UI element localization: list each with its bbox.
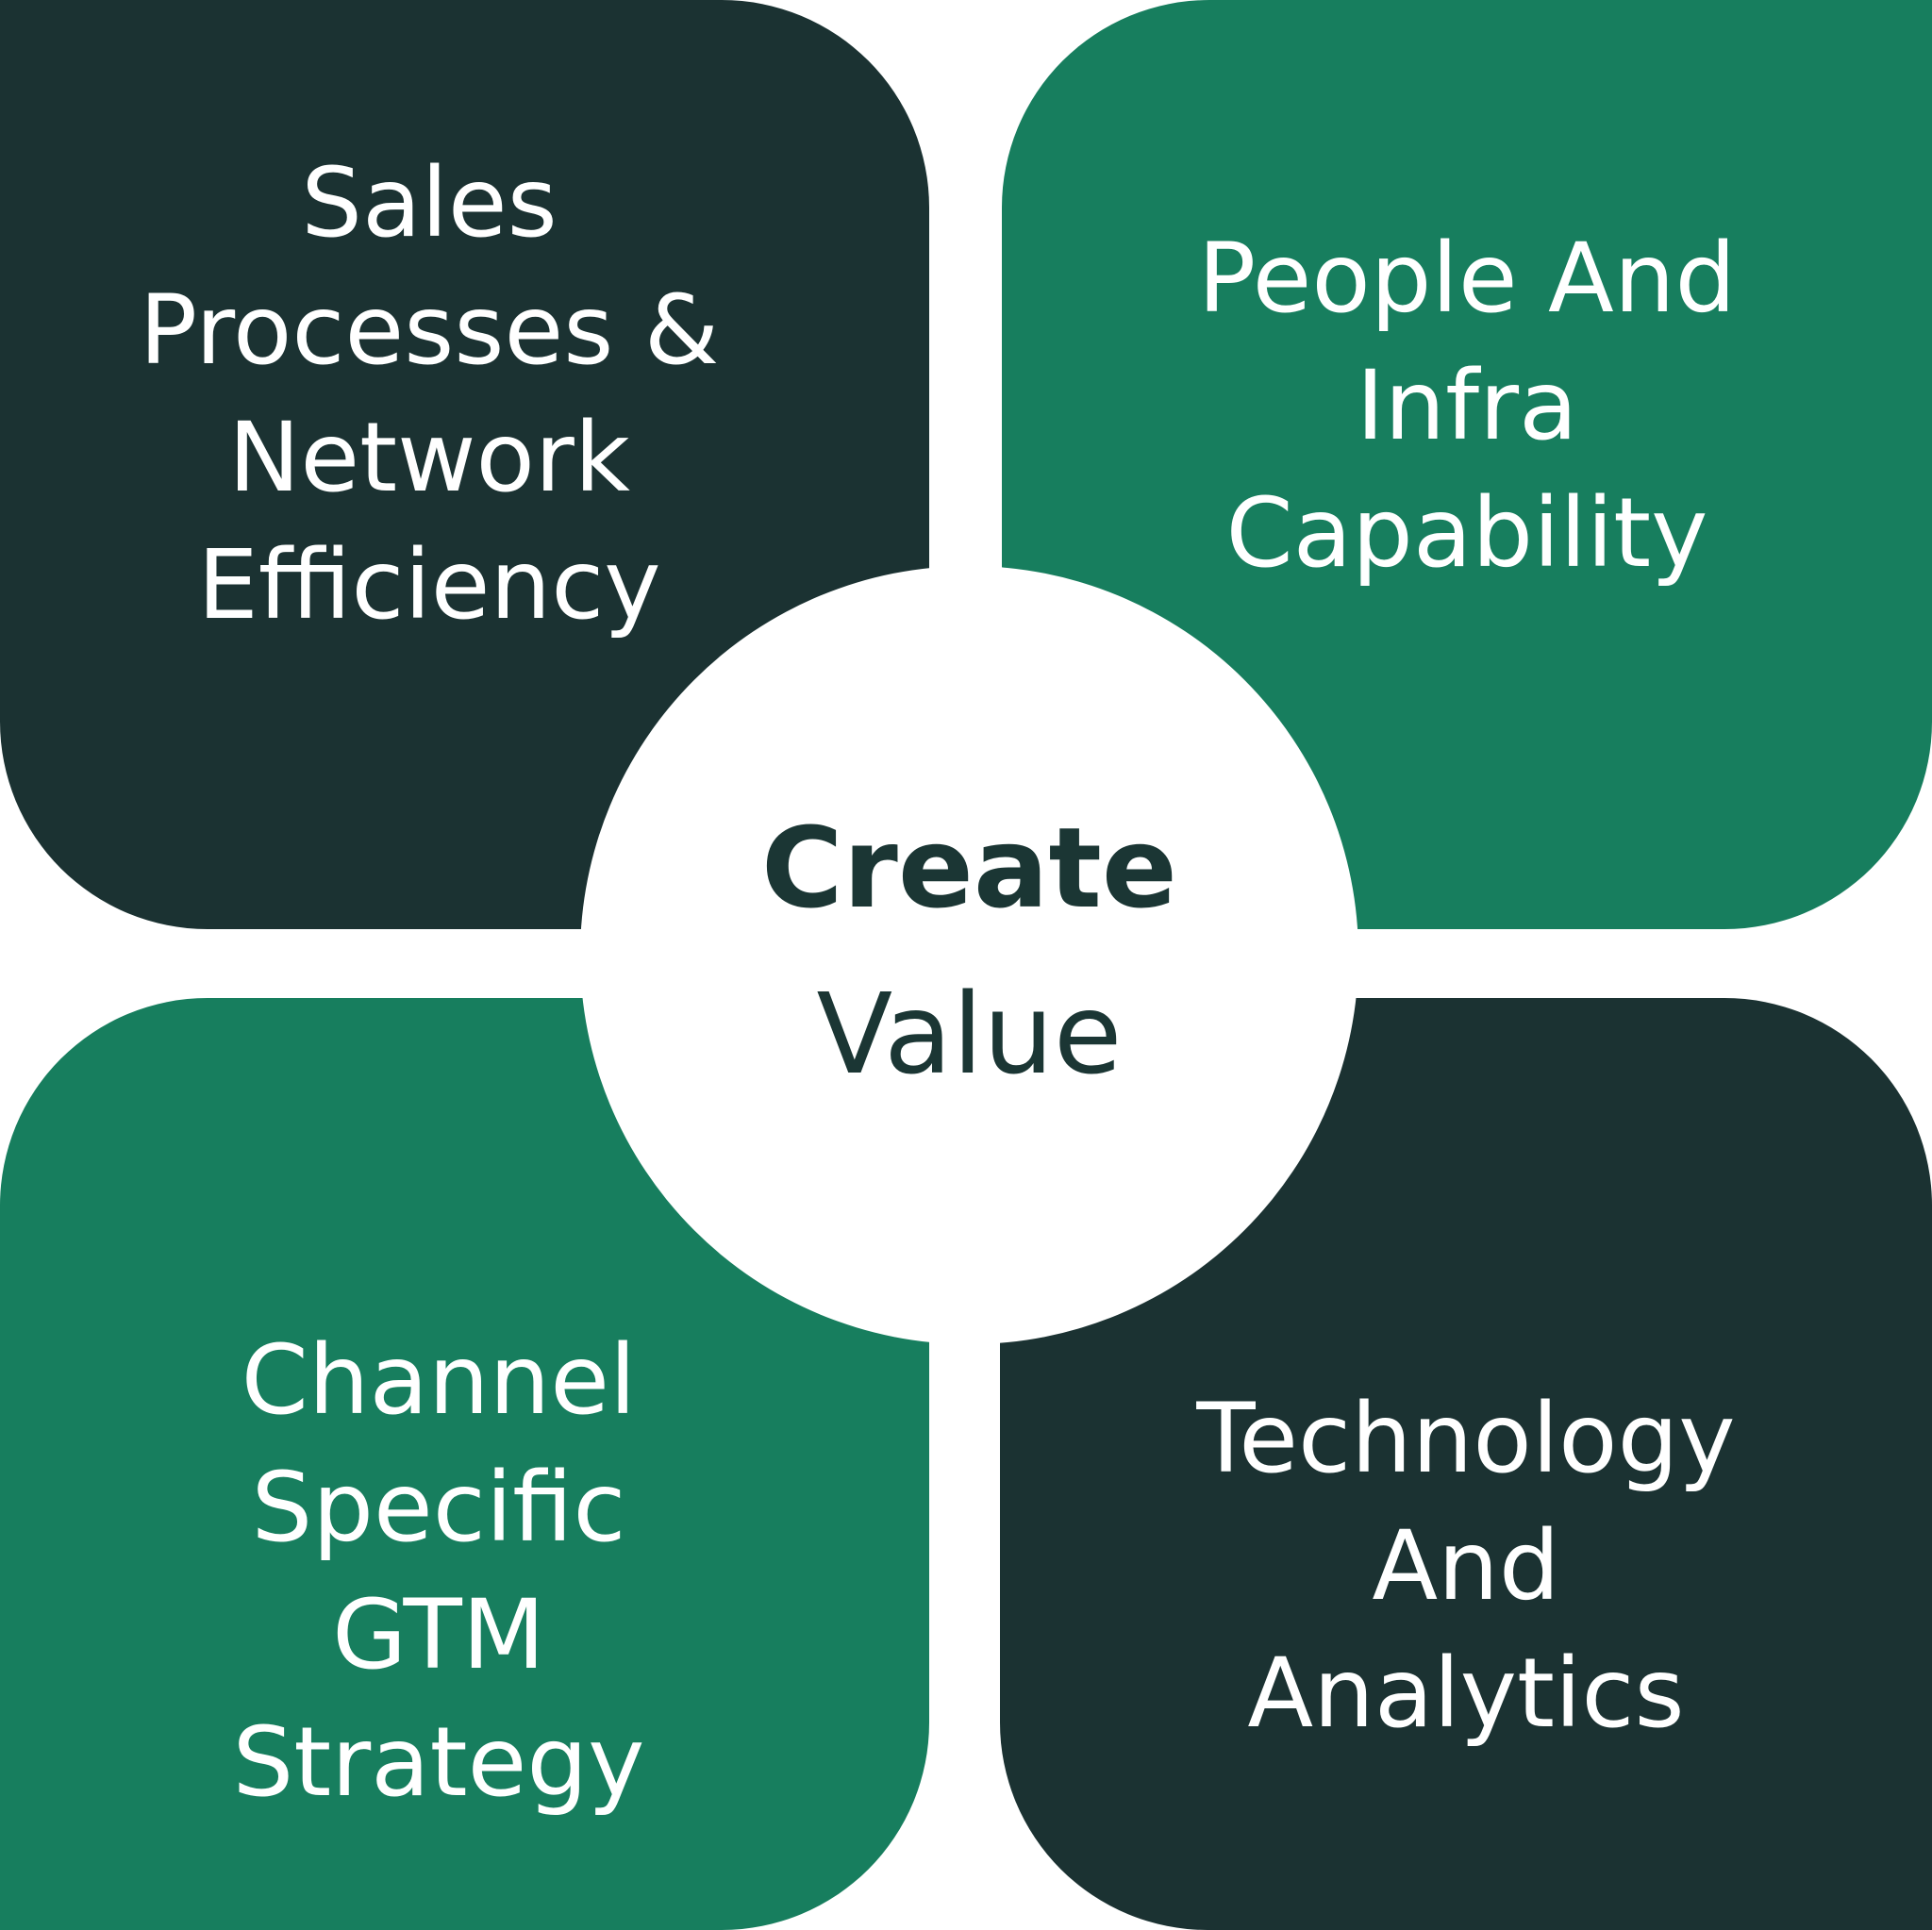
tile-people-infra: People And Infra Capability [1002,0,1932,929]
tile-label-line: GTM [332,1579,545,1691]
tile-label-line: Specific [251,1452,626,1564]
tile-technology-analytics-label: Technology And Analytics [1000,1375,1932,1757]
tile-sales-processes-label: Sales Processes & Network Efficiency [0,140,858,649]
tile-label-line: People And [1197,223,1737,335]
center-title: Create [761,803,1177,933]
center-circle: Create Value [580,566,1358,1344]
tile-people-infra-label: People And Infra Capability [1002,215,1932,597]
tile-label-line: Channel [241,1324,637,1437]
tile-label-line: Technology [1196,1383,1736,1495]
tile-label-line: Processes & [139,275,720,387]
tile-label-line: Strategy [232,1706,645,1819]
tile-label-line: Sales [301,147,558,259]
tile-label-line: Efficiency [197,529,661,641]
tile-label-line: Analytics [1247,1638,1685,1750]
tile-label-line: Capability [1225,477,1708,590]
tile-label-line: And [1372,1510,1560,1622]
tile-label-line: Infra [1356,350,1578,462]
tile-channel-gtm-label: Channel Specific GTM Strategy [0,1317,877,1826]
tile-sales-processes: Sales Processes & Network Efficiency [0,0,929,929]
center-subtitle: Value [816,969,1123,1099]
center-label: Create Value [580,785,1358,1117]
tile-label-line: Network [228,402,630,514]
